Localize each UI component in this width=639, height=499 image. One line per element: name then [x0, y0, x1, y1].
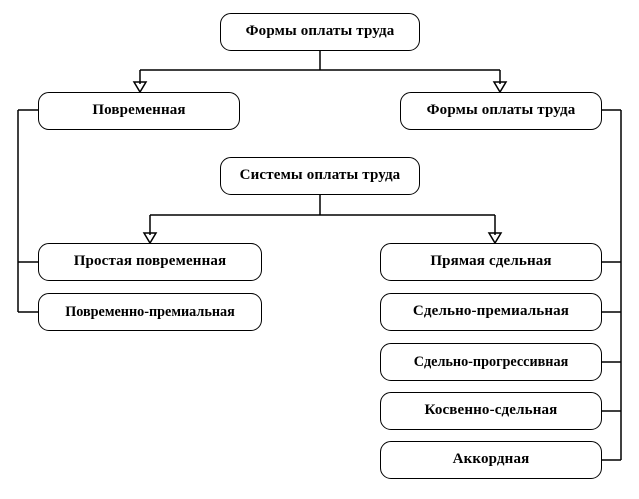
node-time-based[interactable]: Повременная: [38, 92, 240, 130]
node-piecework-progressive[interactable]: Сдельно-прогрессивная: [380, 343, 602, 381]
node-piecework-bonus[interactable]: Сдельно-премиальная: [380, 293, 602, 331]
node-direct-piecework[interactable]: Прямая сдельная: [380, 243, 602, 281]
node-time-based-bonus[interactable]: Повременно-премиальная: [38, 293, 262, 331]
node-root-forms-of-pay[interactable]: Формы оплаты труда: [220, 13, 420, 51]
arrowhead-down-mid-right: [487, 232, 503, 245]
arrowhead-down-right: [492, 81, 508, 94]
node-forms-of-pay-right[interactable]: Формы оплаты труда: [400, 92, 602, 130]
node-simple-time-based[interactable]: Простая повременная: [38, 243, 262, 281]
node-indirect-piecework[interactable]: Косвенно-сдельная: [380, 392, 602, 430]
arrowhead-down-left: [132, 81, 148, 94]
node-lump-sum[interactable]: Аккордная: [380, 441, 602, 479]
arrowhead-down-mid-left: [142, 232, 158, 245]
node-systems-of-pay[interactable]: Системы оплаты труда: [220, 157, 420, 195]
